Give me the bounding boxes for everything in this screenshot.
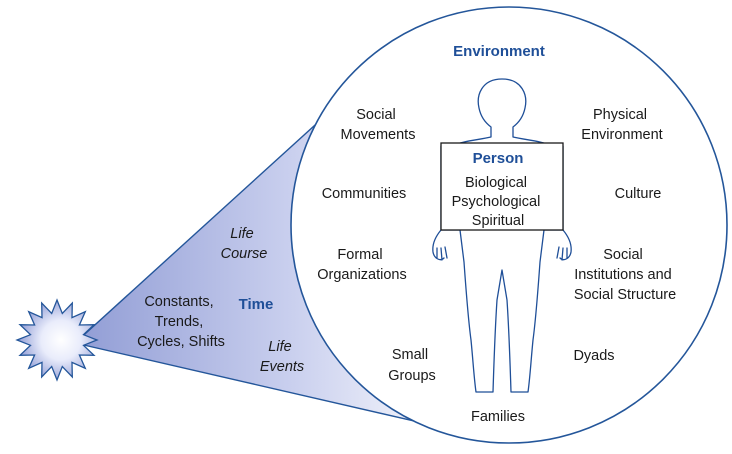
label-families: Families <box>471 409 525 425</box>
label-constants-trends: Constants, Trends, Cycles, Shifts <box>137 294 225 350</box>
environment-title: Environment <box>453 43 545 60</box>
label-physical-environment: Physical Environment <box>581 107 662 143</box>
person-dimension-biological: Biological <box>465 175 527 191</box>
starburst-icon <box>15 298 99 382</box>
label-small-groups: Small Groups <box>388 347 436 384</box>
label-life-course: Life Course <box>221 226 268 262</box>
time-cone-upper-edge <box>74 105 337 344</box>
label-culture: Culture <box>615 186 662 202</box>
time-title: Time <box>239 296 274 313</box>
label-social-institutions: Social Institutions and Social Structure <box>574 247 676 303</box>
label-social-movements: Social Movements <box>341 107 416 143</box>
person-box <box>440 142 564 231</box>
time-cone <box>75 106 462 432</box>
person-dimension-spiritual: Spiritual <box>472 213 524 229</box>
label-formal-organizations: Formal Organizations <box>317 247 406 283</box>
label-communities: Communities <box>322 186 407 202</box>
person-dimensions: Biological Psychological Spiritual <box>452 175 545 229</box>
time-cone-lower-edge <box>74 342 463 433</box>
label-dyads: Dyads <box>573 348 614 364</box>
person-title: Person <box>473 150 524 167</box>
label-life-events: Life Events <box>260 339 304 375</box>
person-dimension-psychological: Psychological <box>452 194 541 210</box>
